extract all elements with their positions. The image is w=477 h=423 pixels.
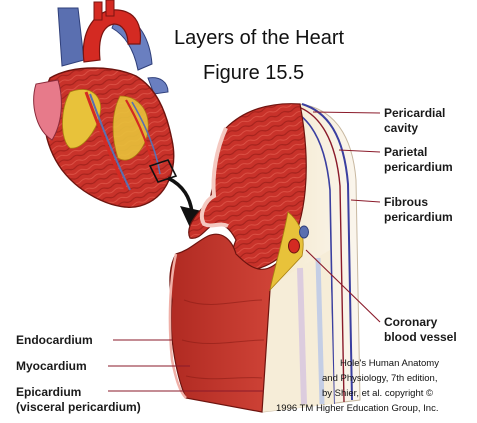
label-myocardium: Myocardium: [16, 359, 87, 373]
title-line-1: Layers of the Heart: [174, 27, 345, 49]
credit-line-4: 1996 TM Higher Education Group, Inc.: [276, 403, 438, 414]
label-coronary-blood-vessel-1: Coronary: [384, 315, 438, 329]
label-fibrous-pericardium-2: pericardium: [384, 210, 453, 224]
label-epicardium-1: Epicardium: [16, 385, 81, 399]
coronary-blood-vessel-vein: [300, 226, 309, 238]
heart-illustration: [34, 0, 176, 207]
credit-line-3: by Shier, et al. copyright ©: [322, 388, 433, 399]
aortic-branch: [106, 0, 114, 16]
label-fibrous-pericardium-1: Fibrous: [384, 195, 428, 209]
label-parietal-pericardium-2: pericardium: [384, 160, 453, 174]
label-endocardium: Endocardium: [16, 333, 93, 347]
label-parietal-pericardium-1: Parietal: [384, 145, 427, 159]
label-coronary-blood-vessel-2: blood vessel: [384, 330, 457, 344]
label-epicardium-2: (visceral pericardium): [16, 400, 141, 414]
aorta: [83, 10, 140, 62]
heart-wall-section: [170, 104, 360, 412]
coronary-blood-vessel-artery: [289, 239, 300, 253]
credit-line-2: and Physiology, 7th edition,: [322, 373, 437, 384]
pericardium-stripe: [300, 268, 304, 404]
title-line-2: Figure 15.5: [203, 62, 304, 84]
superior-vena-cava: [58, 8, 84, 66]
aortic-branch: [94, 2, 102, 20]
label-pericardial-cavity-2: cavity: [384, 121, 418, 135]
credit-line-1: Hole's Human Anatomy: [340, 358, 439, 369]
label-pericardial-cavity-1: Pericardial: [384, 106, 445, 120]
